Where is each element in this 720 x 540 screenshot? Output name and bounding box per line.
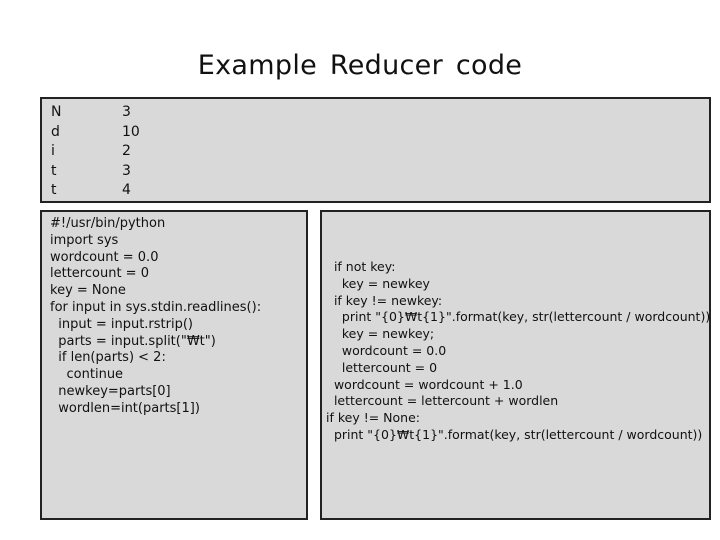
code-line: newkey=parts[0] — [50, 383, 171, 399]
code-line: lettercount = 0 — [326, 359, 438, 375]
keys-column: N d i t t — [51, 103, 61, 201]
code-line: if not key: — [326, 259, 396, 274]
code-line: key = None — [50, 283, 126, 299]
key-cell: t — [51, 182, 57, 198]
code-line: lettercount = lettercount + wordlen — [326, 393, 559, 409]
code-line: #!/usr/bin/python — [50, 216, 166, 231]
code-line: parts = input.split("₩t") — [50, 333, 216, 349]
code-line: import sys — [50, 232, 119, 248]
page-title: Example Reducer code — [197, 50, 523, 81]
code-line: key = newkey; — [326, 326, 435, 342]
code-line: print "{0}₩t{1}".format(key, str(letterc… — [326, 426, 703, 442]
code-line: wordcount = 0.0 — [326, 342, 447, 358]
value-cell: 10 — [122, 123, 140, 140]
code-line: wordcount = wordcount + 1.0 — [326, 376, 523, 392]
value-cell: 2 — [122, 143, 131, 159]
left-code-block: #!/usr/bin/python import sys wordcount =… — [50, 216, 261, 418]
code-line: key = newkey — [326, 275, 430, 291]
key-cell: t — [51, 162, 57, 179]
code-line: wordcount = 0.0 — [50, 249, 159, 265]
code-line: if len(parts) < 2: — [50, 350, 166, 366]
key-cell: d — [51, 123, 60, 140]
values-column: 3 10 2 3 4 — [122, 103, 140, 201]
right-code-block: if not key: key = newkey if key != newke… — [326, 259, 710, 444]
code-line: print "{0}₩t{1}".format(key, str(letterc… — [326, 309, 711, 325]
code-line: for input in sys.stdin.readlines(): — [50, 299, 262, 315]
code-line: if key != newkey: — [326, 292, 443, 308]
code-line: continue — [50, 367, 124, 383]
key-cell: N — [51, 104, 62, 120]
value-cell: 3 — [122, 104, 131, 120]
right-code-box: if not key: key = newkey if key != newke… — [320, 210, 711, 520]
code-line: wordlen=int(parts[1]) — [50, 400, 200, 416]
value-cell: 3 — [122, 162, 131, 179]
code-line: lettercount = 0 — [50, 266, 149, 282]
key-cell: i — [51, 143, 55, 159]
code-line: input = input.rstrip() — [50, 316, 193, 332]
value-cell: 4 — [122, 182, 131, 198]
data-table-box: N d i t t 3 10 2 3 4 — [40, 97, 711, 203]
left-code-box: #!/usr/bin/python import sys wordcount =… — [40, 210, 308, 520]
code-line: if key != None: — [326, 410, 420, 426]
